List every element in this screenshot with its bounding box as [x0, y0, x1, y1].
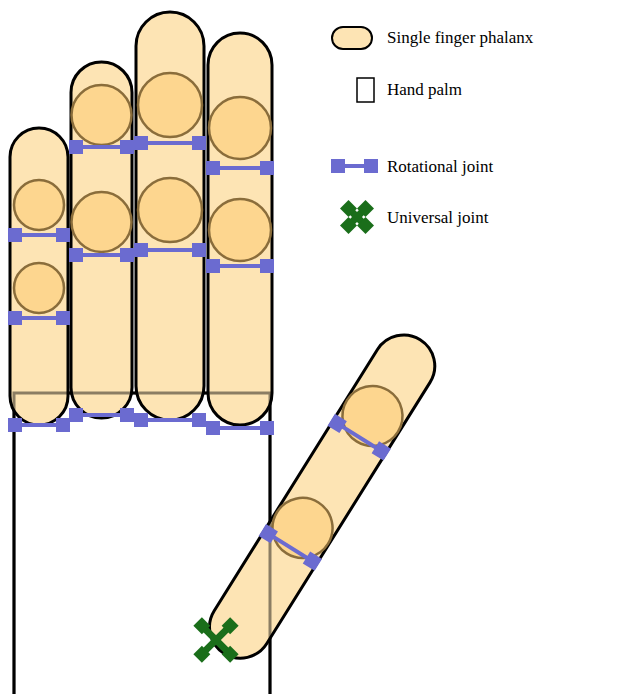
universal-joint — [179, 603, 253, 677]
finger-phalanx — [208, 33, 272, 425]
rotational-joint — [206, 259, 274, 273]
rotational-joint — [206, 161, 274, 175]
rotational-joint — [331, 159, 378, 173]
finger — [71, 62, 132, 418]
legend-label: Universal joint — [387, 208, 489, 228]
legend-palm-sample — [357, 78, 374, 102]
rotational-joint — [134, 413, 206, 427]
rotational-joint — [8, 418, 70, 432]
rotational-joint — [134, 243, 206, 257]
legend-samples — [331, 27, 382, 242]
phalanx-joint-end — [72, 192, 132, 252]
phalanx-joint-end — [14, 263, 64, 313]
finger-phalanx — [136, 12, 204, 420]
universal-joint — [332, 192, 383, 243]
phalanx-joint-end — [209, 97, 271, 159]
finger — [136, 12, 204, 420]
legend-label: Single finger phalanx — [387, 28, 533, 48]
rotational-joint — [134, 136, 206, 150]
rotational-joint — [259, 524, 322, 571]
rotational-joint — [8, 228, 70, 242]
legend-label: Hand palm — [387, 80, 462, 100]
rotational-joint — [8, 311, 70, 325]
phalanx-joint-end — [331, 375, 414, 458]
finger — [10, 128, 68, 425]
finger-phalanx — [71, 62, 132, 418]
rotational-joint — [69, 140, 134, 154]
phalanx-joint-end — [72, 85, 132, 145]
phalanx-joint-end — [138, 73, 202, 137]
finger-phalanx — [10, 128, 68, 425]
rotational-joint — [328, 414, 391, 461]
rotational-joint — [69, 408, 134, 422]
hand-palm — [14, 393, 270, 694]
phalanx-joint-end — [14, 180, 64, 230]
thumb — [198, 323, 447, 670]
legend-phalanx-sample — [332, 27, 372, 49]
rotational-joint — [69, 248, 134, 262]
phalanx-joint-end — [209, 199, 271, 261]
rotational-joint — [206, 421, 274, 435]
legend-label: Rotational joint — [387, 157, 493, 177]
finger — [208, 33, 272, 425]
phalanx-joint-end — [138, 178, 202, 242]
hand-palm-edge — [14, 393, 270, 694]
phalanx-joint-end — [261, 487, 344, 570]
finger-phalanx — [198, 323, 447, 670]
